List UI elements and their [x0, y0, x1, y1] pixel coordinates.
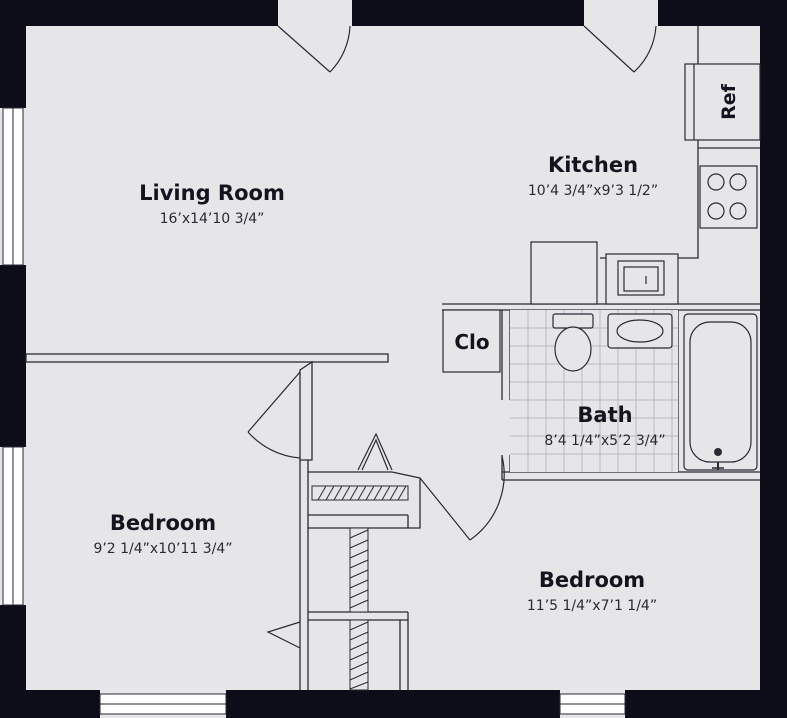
refrigerator-label: Ref [718, 83, 740, 120]
bedroom1-dims: 9’2 1/4”x10’11 3/4” [93, 541, 232, 557]
sink-icon [617, 260, 665, 296]
bathtub-icon [683, 313, 758, 471]
refrigerator [684, 63, 761, 141]
bedroom2-name: Bedroom [539, 568, 645, 592]
bedroom2-dims: 11’5 1/4”x7’1 1/4” [527, 598, 657, 614]
linen-closet [442, 309, 501, 373]
entry-door-right [583, 25, 657, 73]
bedroom1-door [247, 371, 301, 459]
bedroom1-name: Bedroom [110, 511, 216, 535]
bath-dims: 8’4 1/4”x5’2 3/4” [544, 433, 665, 449]
closet-label: Clo [454, 330, 489, 354]
entry-door-left [277, 25, 351, 73]
bath-sink-icon [607, 313, 673, 349]
closet-shelf-hatch-top [311, 485, 409, 501]
bedroom2-door [419, 455, 505, 541]
closet-shelf-hatch-vertical [349, 527, 369, 691]
bath-name: Bath [577, 403, 632, 427]
kitchen-dims: 10’4 3/4”x9’3 1/2” [528, 183, 658, 199]
kitchen-name: Kitchen [548, 153, 638, 177]
living-room-dims: 16’x14’10 3/4” [160, 211, 265, 227]
windows [2, 107, 626, 715]
living-room-name: Living Room [139, 181, 285, 205]
toilet-icon [552, 313, 594, 372]
closet-bifold-door [357, 432, 393, 471]
stove-icon [699, 165, 758, 229]
lower-closet-door [266, 621, 301, 649]
